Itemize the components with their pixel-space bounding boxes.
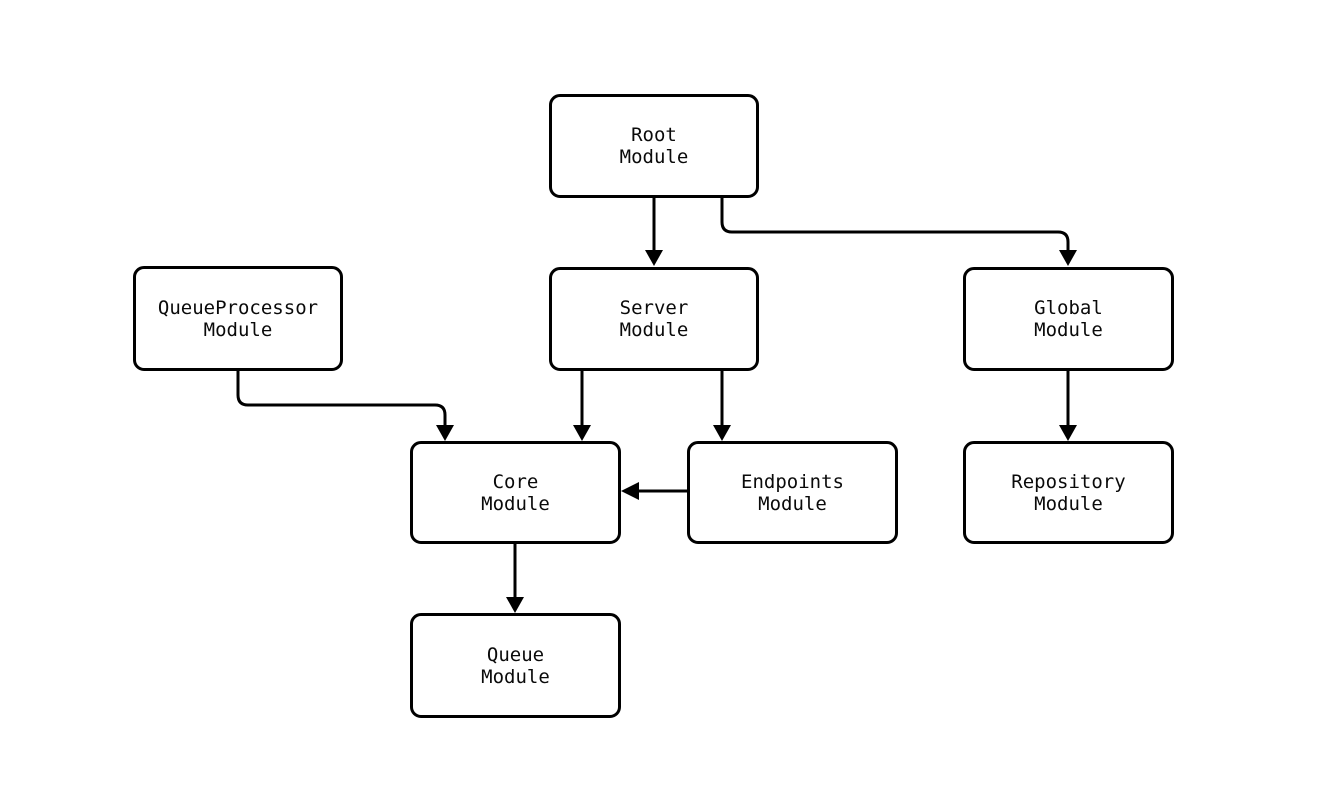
node-core[interactable]: Core Module	[410, 441, 621, 544]
node-global-label-line1: Global	[1034, 297, 1103, 319]
node-repository[interactable]: Repository Module	[963, 441, 1174, 544]
node-server-label-line2: Module	[619, 319, 689, 341]
node-queue-label-line1: Queue	[486, 643, 545, 666]
node-queue-label-line2: Module	[481, 665, 550, 688]
node-repository-label-line1: Repository	[1011, 470, 1126, 493]
edge-root-to-global	[720, 197, 1077, 266]
node-server[interactable]: Server Module	[549, 267, 759, 371]
edge-server-to-endpoints	[713, 371, 731, 441]
edge-root-to-server	[645, 197, 663, 266]
node-queueprocessor-label-line2: Module	[203, 318, 273, 341]
edge-global-to-repository	[1059, 371, 1077, 441]
edge-server-to-core	[573, 371, 591, 441]
edge-queueprocessor-to-core	[236, 371, 454, 441]
node-root-label-line1: Root	[631, 124, 677, 146]
node-endpoints[interactable]: Endpoints Module	[687, 441, 898, 544]
node-endpoints-label-line2: Module	[758, 492, 827, 515]
node-server-label-line1: Server	[619, 297, 689, 319]
node-endpoints-label-line1: Endpoints	[741, 470, 844, 493]
node-repository-label-line2: Module	[1034, 492, 1103, 515]
node-queueprocessor-label-line1: QueueProcessor	[157, 296, 319, 319]
node-root-label-line2: Module	[619, 146, 689, 168]
node-core-label-line1: Core	[492, 470, 539, 493]
node-global[interactable]: Global Module	[963, 267, 1174, 371]
node-queue[interactable]: Queue Module	[410, 613, 621, 718]
node-queueprocessor[interactable]: QueueProcessor Module	[133, 266, 343, 371]
node-root[interactable]: Root Module	[549, 94, 759, 198]
node-core-label-line2: Module	[481, 492, 550, 515]
edge-endpoints-to-core	[621, 482, 687, 500]
node-global-label-line2: Module	[1034, 319, 1103, 341]
edge-core-to-queue	[506, 544, 524, 613]
